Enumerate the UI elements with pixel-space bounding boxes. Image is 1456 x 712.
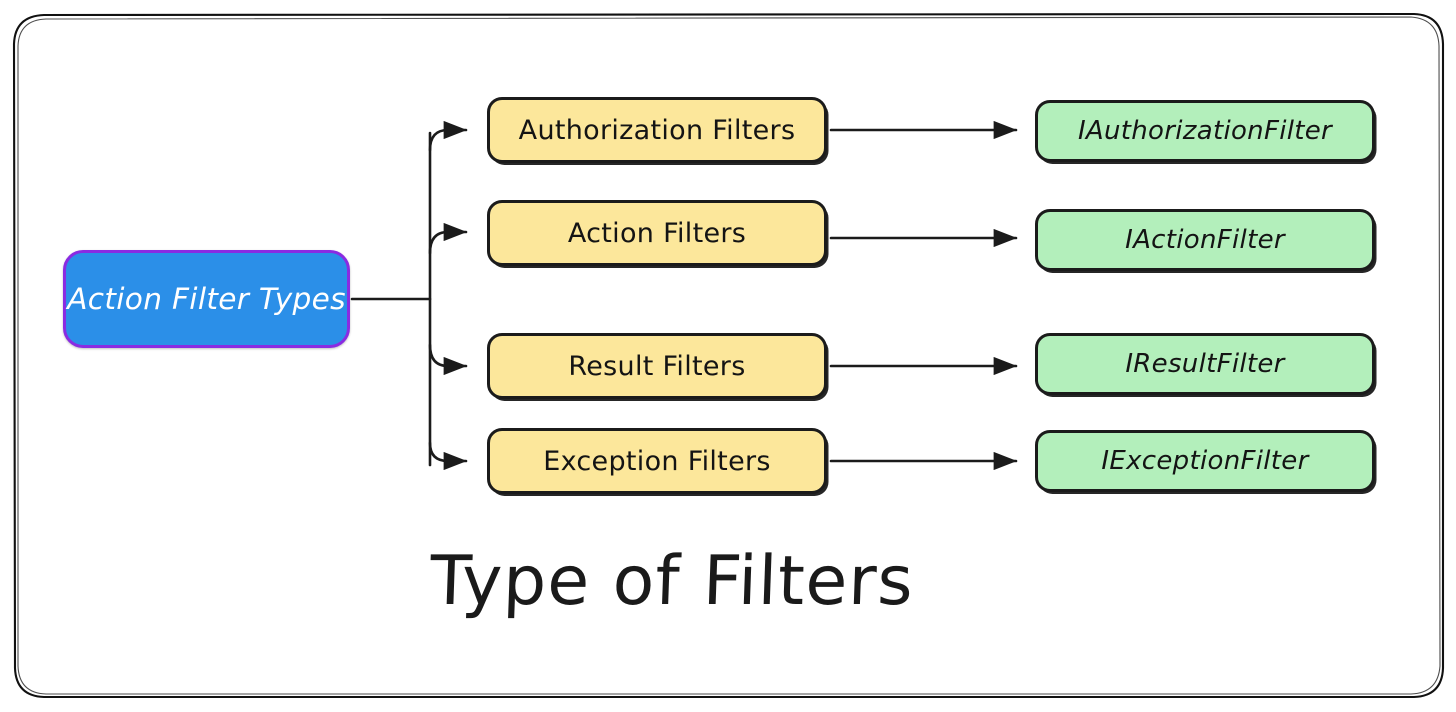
node-authorization-filters-label: Authorization Filters: [518, 114, 796, 146]
node-authorization-filters[interactable]: Authorization Filters: [487, 97, 827, 163]
node-iresultfilter[interactable]: IResultFilter: [1035, 333, 1375, 395]
edge-branch-action: [428, 222, 468, 255]
node-iauthorizationfilter[interactable]: IAuthorizationFilter: [1035, 100, 1375, 162]
edge-branch-result: [428, 343, 468, 376]
node-exception-filters-label: Exception Filters: [543, 445, 771, 477]
edge-branch-exception: [428, 441, 468, 471]
edge-branch-authorization: [428, 120, 468, 152]
node-iexceptionfilter-label: IExceptionFilter: [1101, 446, 1309, 476]
diagram-caption: Type of Filters: [0, 542, 1456, 621]
node-result-filters-label: Result Filters: [568, 350, 746, 382]
node-iactionfilter[interactable]: IActionFilter: [1035, 209, 1375, 271]
node-iactionfilter-label: IActionFilter: [1125, 225, 1285, 255]
node-iexceptionfilter[interactable]: IExceptionFilter: [1035, 430, 1375, 492]
diagram-caption-text: Type of Filters: [428, 542, 916, 621]
node-action-filter-types-label: Action Filter Types: [67, 281, 346, 316]
node-result-filters[interactable]: Result Filters: [487, 333, 827, 399]
node-exception-filters[interactable]: Exception Filters: [487, 428, 827, 494]
node-iauthorizationfilter-label: IAuthorizationFilter: [1077, 116, 1333, 146]
node-action-filters-label: Action Filters: [567, 217, 747, 249]
node-action-filter-types[interactable]: Action Filter Types: [63, 250, 350, 348]
node-iresultfilter-label: IResultFilter: [1125, 349, 1285, 379]
node-action-filters[interactable]: Action Filters: [487, 200, 827, 266]
